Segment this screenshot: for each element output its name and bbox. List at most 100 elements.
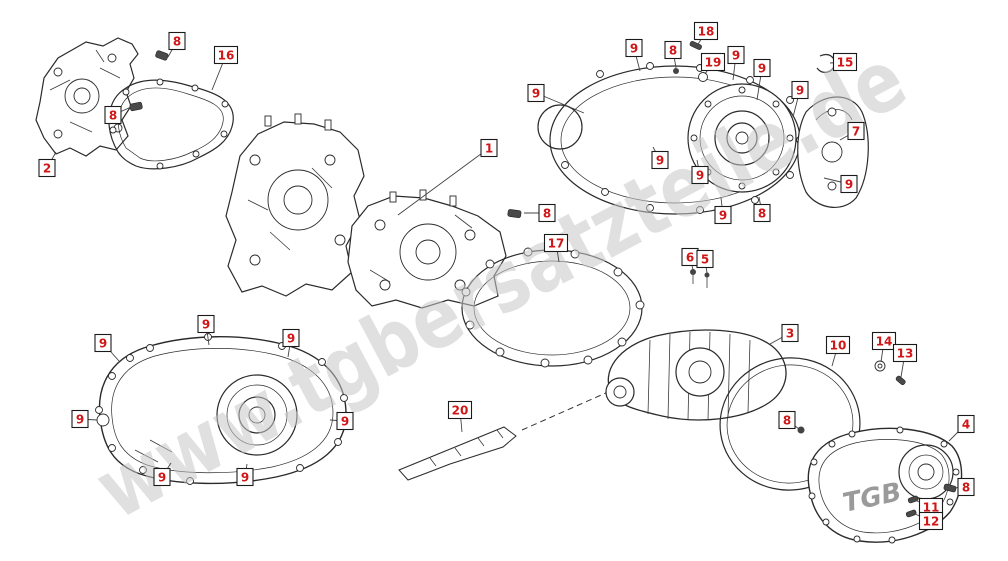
callout-number: 8 [173, 35, 181, 49]
callout-number: 9 [76, 413, 84, 427]
callout-number: 9 [202, 318, 210, 332]
callout-label-2-3: 2 [38, 158, 56, 178]
callout-label-8-0: 8 [168, 31, 186, 51]
callout-box [957, 477, 975, 497]
callout-label-20-35: 20 [447, 400, 473, 420]
callout-number: 1 [485, 142, 493, 156]
callout-label-9-28: 9 [197, 314, 215, 334]
callout-number: 20 [452, 404, 469, 418]
callout-box [651, 150, 669, 170]
callout-label-11-39: 11 [918, 497, 944, 517]
callout-box [104, 105, 122, 125]
site-watermark: www.tgbersatzteile.de [80, 29, 921, 538]
callout-number: 8 [109, 109, 117, 123]
callout-box [282, 328, 300, 348]
callout-number: 9 [758, 62, 766, 76]
callout-label-9-17: 9 [651, 150, 669, 170]
callout-label-8-38: 8 [957, 477, 975, 497]
callout-label-8-9: 8 [664, 40, 682, 60]
callout-box [168, 31, 186, 51]
callout-label-9-32: 9 [336, 411, 354, 431]
callout-number: 5 [701, 253, 709, 267]
callout-label-9-34: 9 [236, 467, 254, 487]
callout-label-9-8: 9 [625, 38, 643, 58]
callout-box [700, 52, 726, 72]
callout-number: 9 [732, 49, 740, 63]
callout-number: 9 [532, 87, 540, 101]
callout-label-14-26: 14 [871, 331, 897, 351]
callout-box [197, 314, 215, 334]
callout-box [714, 205, 732, 225]
callout-box [781, 323, 799, 343]
callout-box [696, 249, 714, 269]
bracket-strip-drawing [398, 391, 609, 481]
callout-box [918, 511, 944, 531]
callout-label-6-22: 6 [681, 247, 699, 267]
callout-number: 2 [43, 162, 51, 176]
callout-number: 4 [962, 418, 970, 432]
callout-label-18-10: 18 [693, 21, 719, 41]
crankcase-half-a-drawing [225, 113, 365, 297]
callout-label-9-12: 9 [727, 45, 745, 65]
callout-box [693, 21, 719, 41]
callout-box [832, 52, 858, 72]
callout-number: 6 [686, 251, 694, 265]
callout-box [153, 467, 171, 487]
crankcase-left-half-drawing [35, 37, 139, 157]
callout-label-9-13: 9 [753, 58, 771, 78]
callout-box [94, 333, 112, 353]
callout-label-9-30: 9 [282, 328, 300, 348]
callout-label-9-33: 9 [153, 467, 171, 487]
callout-label-9-18: 9 [691, 165, 709, 185]
callout-box [753, 58, 771, 78]
callout-label-9-7: 9 [527, 83, 545, 103]
callout-label-16-1: 16 [213, 45, 239, 65]
callout-label-12-40: 12 [918, 511, 944, 531]
callout-number: 12 [923, 515, 940, 529]
callout-box [38, 158, 56, 178]
callout-number: 19 [705, 56, 722, 70]
round-gasket-drawing [461, 247, 645, 368]
callout-number: 9 [696, 169, 704, 183]
callout-label-10-25: 10 [825, 335, 851, 355]
bolt-center-drawing [507, 209, 522, 218]
callout-number: 13 [897, 347, 914, 361]
callout-box [791, 80, 809, 100]
callout-number: 8 [783, 414, 791, 428]
callout-number: 9 [241, 471, 249, 485]
callout-number: 10 [830, 339, 847, 353]
leader-line [397, 147, 490, 216]
callout-box [480, 138, 498, 158]
callout-box [892, 343, 918, 363]
callout-box [825, 335, 851, 355]
clutch-housing-drawing [605, 329, 787, 421]
callout-label-1-4: 1 [480, 138, 498, 158]
callout-number: 18 [698, 25, 715, 39]
crankcase-gasket-drawing [108, 78, 234, 170]
callout-number: 8 [758, 207, 766, 221]
callout-number: 9 [630, 42, 638, 56]
callout-number: 15 [837, 56, 854, 70]
callout-label-9-15: 9 [791, 80, 809, 100]
callout-label-9-20: 9 [714, 205, 732, 225]
cvt-gasket-oval-drawing [719, 357, 861, 491]
callout-number: 8 [669, 44, 677, 58]
callout-number: 9 [341, 415, 349, 429]
crankcase-half-b-drawing [347, 189, 507, 309]
callout-label-8-2: 8 [104, 105, 122, 125]
callout-number: 11 [923, 501, 940, 515]
bolt-small-drawing [129, 50, 169, 112]
callout-number: 9 [99, 337, 107, 351]
callout-number: 7 [852, 125, 860, 139]
callout-number: 9 [719, 209, 727, 223]
washer-and-bolt-drawing [797, 360, 906, 434]
callout-number: 9 [845, 178, 853, 192]
callout-box [871, 331, 897, 351]
callout-number: 9 [796, 84, 804, 98]
callout-number: 17 [548, 237, 565, 251]
callout-label-9-31: 9 [71, 409, 89, 429]
callout-number: 9 [287, 332, 295, 346]
callout-label-3-24: 3 [781, 323, 799, 343]
